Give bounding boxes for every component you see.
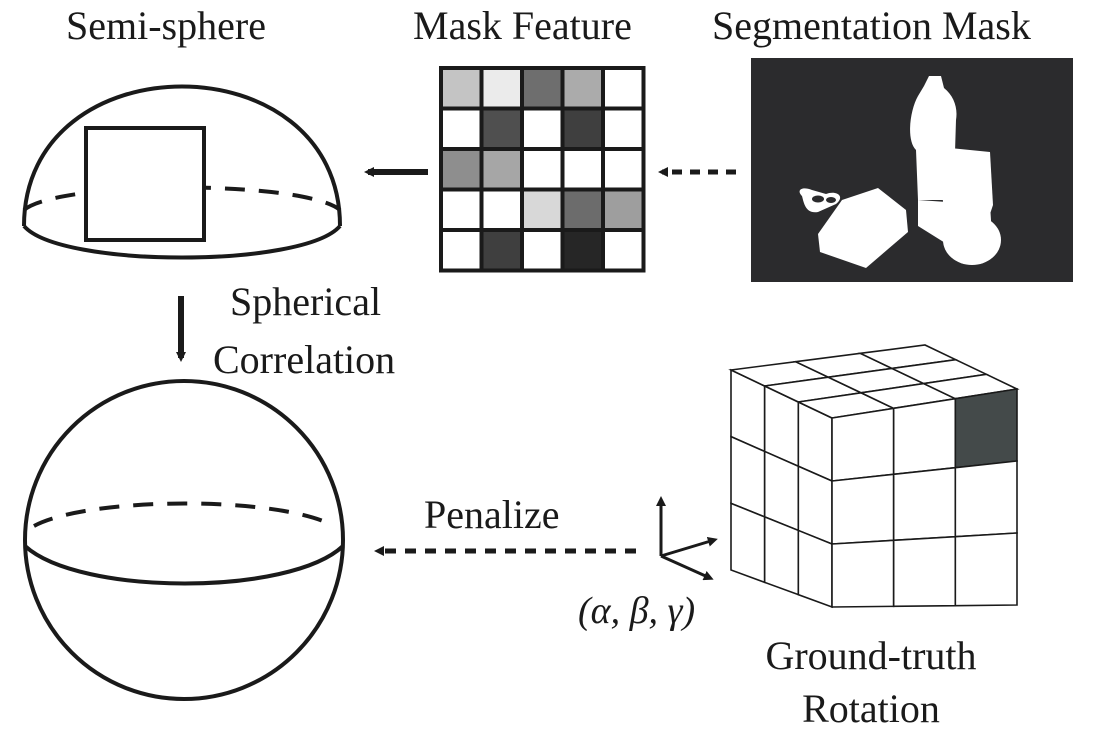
sphere-outline: [23, 379, 345, 701]
mask-feature-cell: [479, 106, 524, 151]
mask-feature-cell: [601, 66, 646, 111]
spherical-correlation-line1: Spherical: [230, 279, 382, 324]
semi-sphere-patch: [84, 126, 206, 242]
cube-front-facet: [831, 407, 895, 482]
mask-feature-cell: [520, 66, 565, 111]
mask-feature-cell: [439, 228, 484, 273]
mask-feature-cell: [601, 106, 646, 151]
cube-side-facet: [797, 529, 833, 609]
mask-feature-cell: [560, 187, 605, 232]
mask-feature-cell: [439, 66, 484, 111]
mask-feature-cell: [520, 228, 565, 273]
mask-feature-cell: [439, 106, 484, 151]
mask-feature-cell: [520, 147, 565, 192]
penalize-label: Penalize: [424, 492, 560, 537]
mask-feature-cell: [560, 147, 605, 192]
cube-front-facet: [892, 397, 957, 476]
mask-feature-cell: [479, 228, 524, 273]
segmentation-mask-image: [751, 58, 1073, 282]
sphere-shape: [23, 379, 345, 701]
segmentation-mask-background: [751, 58, 1073, 282]
cube-front-facet: [954, 532, 1018, 607]
cube-front-facet: [954, 460, 1018, 538]
mask-feature-cell: [439, 187, 484, 232]
mask-feature-cell: [601, 147, 646, 192]
mask-feature-cell: [601, 187, 646, 232]
cube-front-facet: [831, 539, 895, 608]
ground-truth-line1: Ground-truth: [765, 633, 977, 678]
semi-sphere-dome: [22, 84, 342, 227]
mask-feature-title: Mask Feature: [413, 3, 632, 48]
mask-feature-cell: [601, 228, 646, 273]
sphere-equator-back: [33, 501, 335, 528]
cube-front-facet: [892, 466, 957, 542]
axes-icon: [656, 496, 718, 581]
mask-feature-cell: [479, 147, 524, 192]
cube-front-facet: [831, 473, 895, 545]
mask-feature-cell: [479, 187, 524, 232]
mask-feature-cell: [520, 106, 565, 151]
spherical-correlation-line2: Correlation: [213, 337, 396, 382]
cube-side-facet: [730, 502, 766, 584]
segmentation-mask-title: Segmentation Mask: [712, 3, 1031, 48]
mask-feature-cell: [479, 66, 524, 111]
mask-feature-cell: [560, 228, 605, 273]
semi-sphere-title: Semi-sphere: [66, 3, 266, 48]
rotation-cube: [728, 344, 1020, 609]
segmentation-mask-objects: [799, 76, 1001, 268]
mask-feature-cell: [520, 187, 565, 232]
euler-angles-label: (α, β, γ): [578, 590, 696, 632]
cube-highlight-facet: [954, 388, 1018, 469]
semi-sphere-base-front: [22, 224, 342, 260]
mask-feature-cell: [439, 147, 484, 192]
cube-side-facet: [763, 515, 800, 596]
cube-front-facet: [892, 535, 957, 608]
semi-sphere-shape: [22, 84, 342, 260]
mask-feature-cell: [560, 106, 605, 151]
mask-feature-grid: [439, 66, 646, 273]
mask-feature-cell: [560, 66, 605, 111]
ground-truth-line2: Rotation: [802, 686, 940, 729]
sphere-equator-front: [23, 544, 345, 586]
